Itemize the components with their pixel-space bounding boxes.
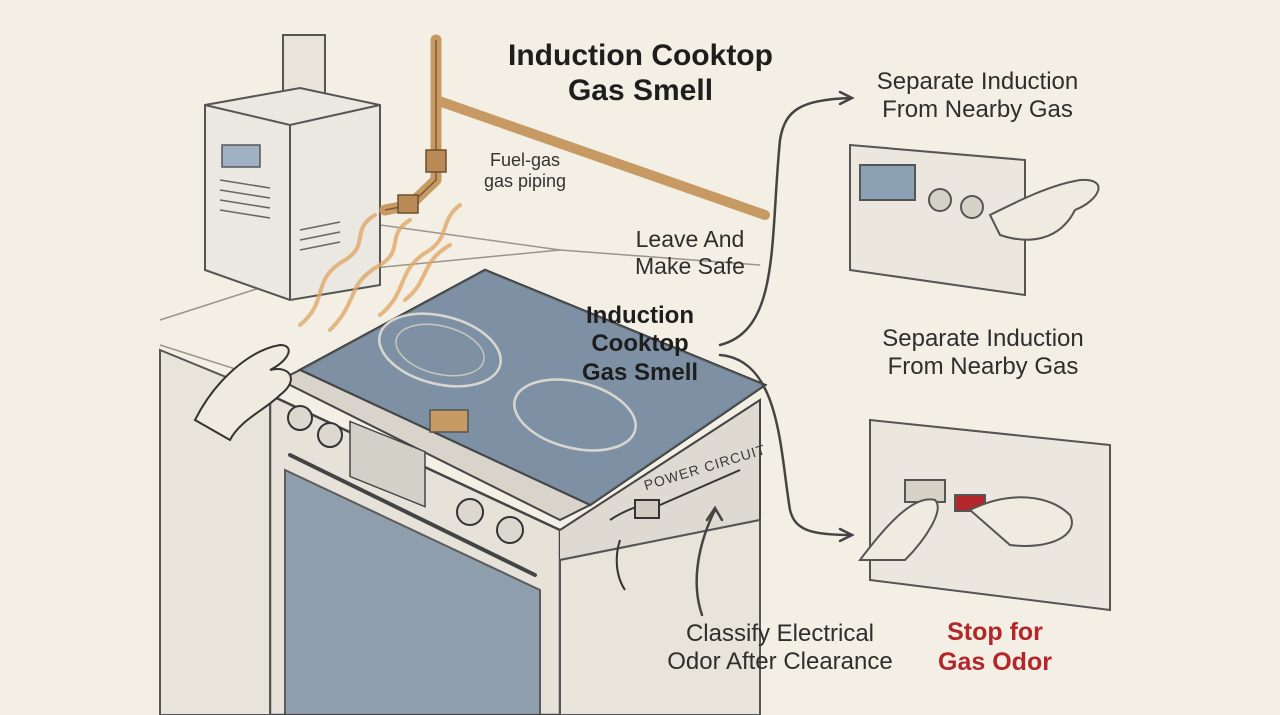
mid-right-label: Separate Induction From Nearby Gas [853,325,1113,382]
range-knobs-icon [287,405,524,544]
main-title-line2: Gas Smell [567,74,714,108]
leave-label: Leave And Make Safe [620,226,760,280]
classify-label-line1: Classify Electrical [685,620,875,647]
vignette-top-right [849,143,1100,297]
vignette-bottom-right [857,418,1111,612]
top-right-label: Separate Induction From Nearby Gas [850,68,1105,125]
leave-label-line2: Make Safe [635,253,745,280]
leave-label-line1: Leave And [635,226,745,252]
gas-water-heater [204,34,381,302]
gas-odor-wisps [298,203,462,332]
mid-right-label-line1: Separate Induction [882,325,1084,352]
pipe-label: Fuel-gas gas piping [470,150,580,192]
induction-cooktop [277,268,768,522]
flow-arrows [695,90,855,617]
pipe-label-line2: gas piping [483,171,567,192]
cooktop-control-icon [429,409,469,433]
top-right-label-line1: Separate Induction [876,68,1079,95]
cabinets [159,348,761,715]
mid-right-label-line2: From Nearby Gas [887,353,1079,381]
center-label-line3: Gas Smell [581,358,699,386]
top-right-label-line2: From Nearby Gas [882,96,1073,124]
power-circuit-plug-icon [609,469,741,591]
hand-left-icon [193,343,292,442]
pipe-label-line1: Fuel-gas [489,150,561,170]
stop-label-line1: Stop for [947,618,1043,646]
heater-display-icon [221,144,261,168]
main-title: Induction Cooktop Gas Smell [498,38,783,109]
center-label-line2: Cooktop [591,330,689,358]
classify-label: Classify Electrical Odor After Clearance [640,620,920,677]
copper-gas-pipe [379,34,770,220]
classify-label-line2: Odor After Clearance [667,648,893,676]
range-body [268,393,761,715]
stop-label-line2: Gas Odor [938,647,1052,676]
stop-label: Stop for Gas Odor [925,618,1065,677]
center-label: Induction Cooktop Gas Smell [565,302,715,387]
center-label-line1: Induction [586,302,694,329]
main-title-line1: Induction Cooktop [508,39,773,72]
